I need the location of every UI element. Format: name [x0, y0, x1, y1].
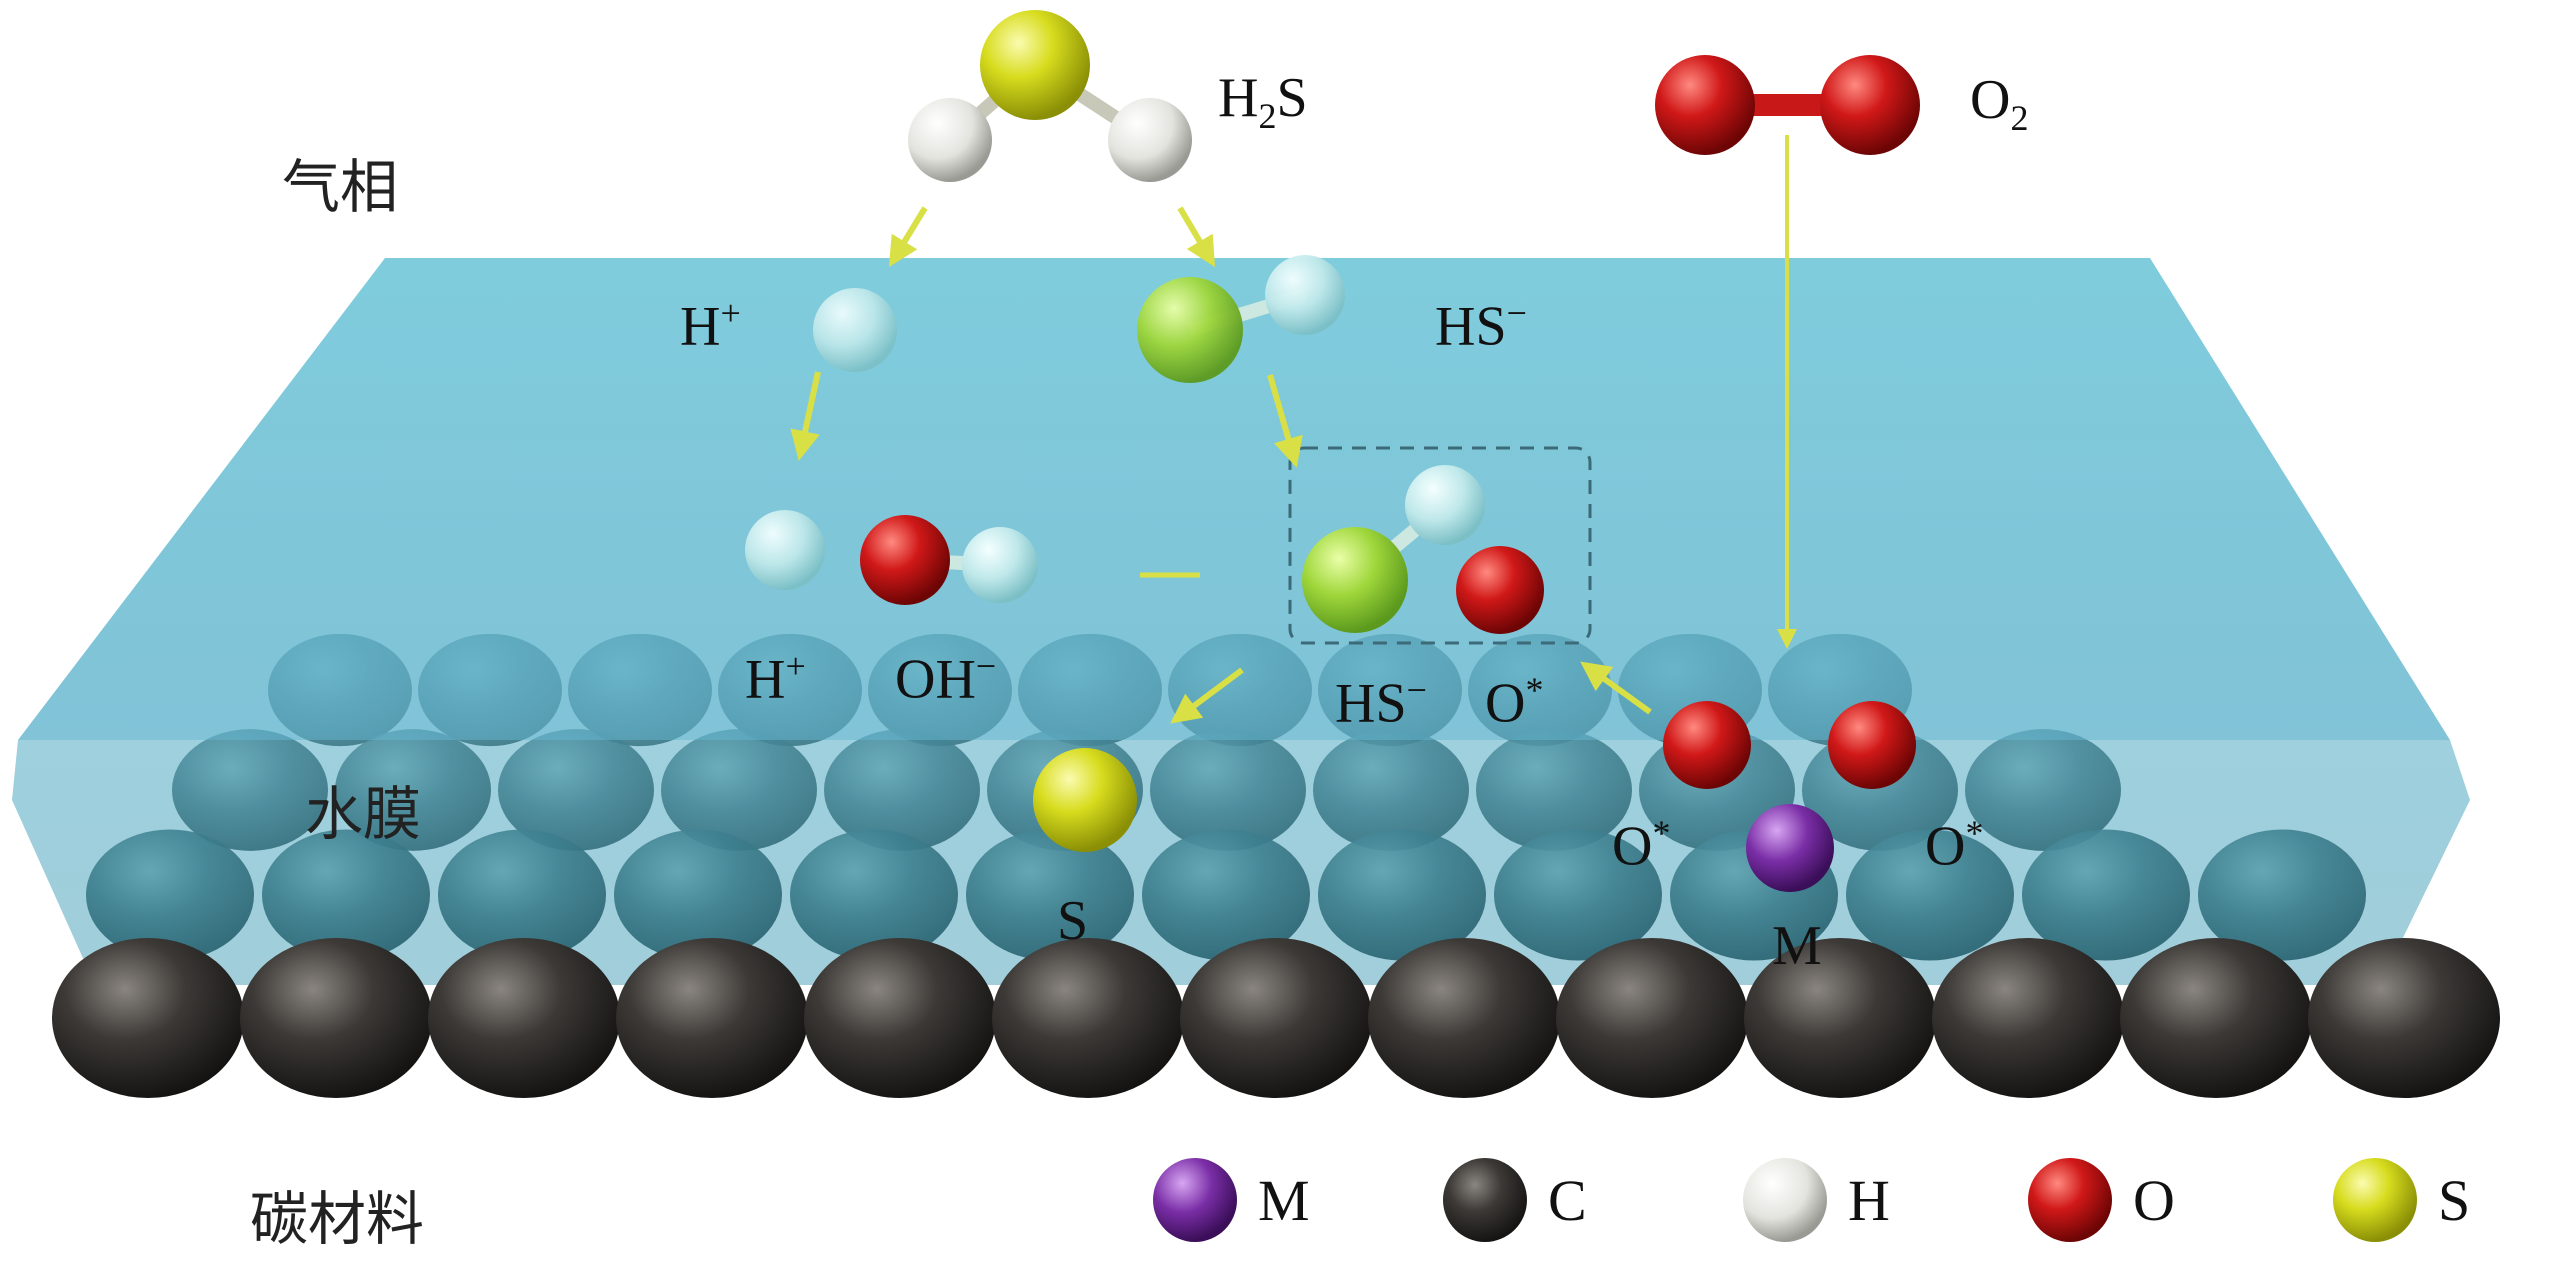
legend-item-m: M	[1150, 1155, 1310, 1245]
water-film-label: 水膜	[305, 785, 421, 843]
h-plus-ion-lower	[745, 510, 825, 590]
o-star-left-sup: *	[1652, 813, 1670, 853]
sulfur-product-atom	[1033, 748, 1137, 852]
hs-minus-lower-label: HS−	[1335, 672, 1427, 732]
carbon-atom-exposed	[1180, 938, 1372, 1098]
o2-oxygen-atom-right	[1820, 55, 1920, 155]
h2s-sulfur-atom	[980, 10, 1090, 120]
o-star-center-label: O*	[1485, 672, 1543, 732]
h-plus-lower-sup: +	[785, 646, 805, 686]
h2s-molecule	[908, 10, 1192, 182]
o-star-right-label: O*	[1925, 815, 1983, 875]
hs-minus-lower-main: HS	[1335, 673, 1407, 735]
hydroxide-sup: −	[976, 646, 996, 686]
h2s-label: H2S	[1218, 70, 1308, 134]
carbon-atom-exposed	[2308, 938, 2500, 1098]
o-star-left-label: O*	[1612, 815, 1670, 875]
h-plus-upper-sup: +	[720, 293, 740, 333]
gas-phase-label: 气相	[282, 158, 398, 216]
o-star-center-main: O	[1485, 673, 1525, 735]
carbon-atom-exposed	[240, 938, 432, 1098]
arrow-h2s-to-hs-minus	[1180, 208, 1212, 262]
h-plus-lower-main: H	[745, 649, 785, 711]
metal-atom-site	[1746, 804, 1834, 892]
oxygen-atom-ball	[2025, 1155, 2115, 1245]
h2s-hydrogen-atom-left	[908, 98, 992, 182]
o2-label-main: O	[1970, 69, 2010, 131]
hs-minus-lower-sup: −	[1407, 670, 1427, 710]
hs-minus-upper-label: HS−	[1435, 295, 1527, 355]
hs-upper-sulfur-atom	[1137, 277, 1243, 383]
h2s-label-main: H	[1218, 67, 1258, 129]
hydroxide-oxygen-atom	[860, 515, 950, 605]
metal-atom-ball	[1150, 1155, 1240, 1245]
h-plus-upper-main: H	[680, 296, 720, 358]
legend-label-c: C	[1548, 1167, 1587, 1234]
legend-label-s: S	[2438, 1167, 2470, 1234]
legend-item-h: H	[1740, 1155, 1890, 1245]
adsorbed-oxygen-atom-left	[1663, 701, 1751, 789]
o-star-left-main: O	[1612, 816, 1652, 878]
h-plus-upper-label: H+	[680, 295, 741, 355]
arrow-h2s-to-h-plus	[892, 208, 925, 262]
adsorbed-oxygen-atom-right	[1828, 701, 1916, 789]
legend-label-o: O	[2133, 1167, 2175, 1234]
carbon-atom-exposed	[1932, 938, 2124, 1098]
hs-minus-upper-sup: −	[1507, 293, 1527, 333]
carbon-atom-exposed	[2120, 938, 2312, 1098]
sulfur-atom-ball	[2330, 1155, 2420, 1245]
sulfur-product-label: S	[1057, 893, 1088, 949]
hs-upper-hydrogen-atom	[1265, 255, 1345, 335]
carbon-atom-exposed	[616, 938, 808, 1098]
o2-label: O2	[1970, 72, 2028, 136]
h-plus-ion-upper	[813, 288, 897, 372]
h-plus-lower-label: H+	[745, 648, 806, 708]
carbon-atom-exposed	[1368, 938, 1560, 1098]
legend-item-s: S	[2330, 1155, 2470, 1245]
hydrogen-atom-ball	[1740, 1155, 1830, 1245]
legend-label-m: M	[1258, 1167, 1310, 1234]
carbon-atom-exposed	[992, 938, 1184, 1098]
h2s-hydrogen-atom-right	[1108, 98, 1192, 182]
carbon-atom-exposed	[1556, 938, 1748, 1098]
hs-lower-hydrogen-atom	[1405, 465, 1485, 545]
h2s-label-tail: S	[1276, 67, 1307, 129]
adsorbed-oxygen-atom-center	[1456, 546, 1544, 634]
carbon-atom-ball	[1440, 1155, 1530, 1245]
o-star-right-sup: *	[1965, 813, 1983, 853]
hydroxide-main: OH	[895, 649, 976, 711]
h2s-label-sub: 2	[1258, 96, 1276, 136]
o-star-right-main: O	[1925, 816, 1965, 878]
hydroxide-hydrogen-atom	[962, 527, 1038, 603]
o2-label-sub: 2	[2010, 98, 2028, 138]
hs-minus-upper-main: HS	[1435, 296, 1507, 358]
carbon-material-label: 碳材料	[250, 1190, 424, 1248]
hs-lower-sulfur-atom	[1302, 527, 1408, 633]
legend-item-o: O	[2025, 1155, 2175, 1245]
carbon-atom-exposed	[804, 938, 996, 1098]
o-star-center-sup: *	[1525, 670, 1543, 710]
metal-site-label: M	[1772, 918, 1822, 974]
legend-item-c: C	[1440, 1155, 1587, 1245]
o2-oxygen-atom-left	[1655, 55, 1755, 155]
carbon-atom-exposed	[52, 938, 244, 1098]
hydroxide-label: OH−	[895, 648, 996, 708]
carbon-atom-exposed	[428, 938, 620, 1098]
legend-label-h: H	[1848, 1167, 1890, 1234]
